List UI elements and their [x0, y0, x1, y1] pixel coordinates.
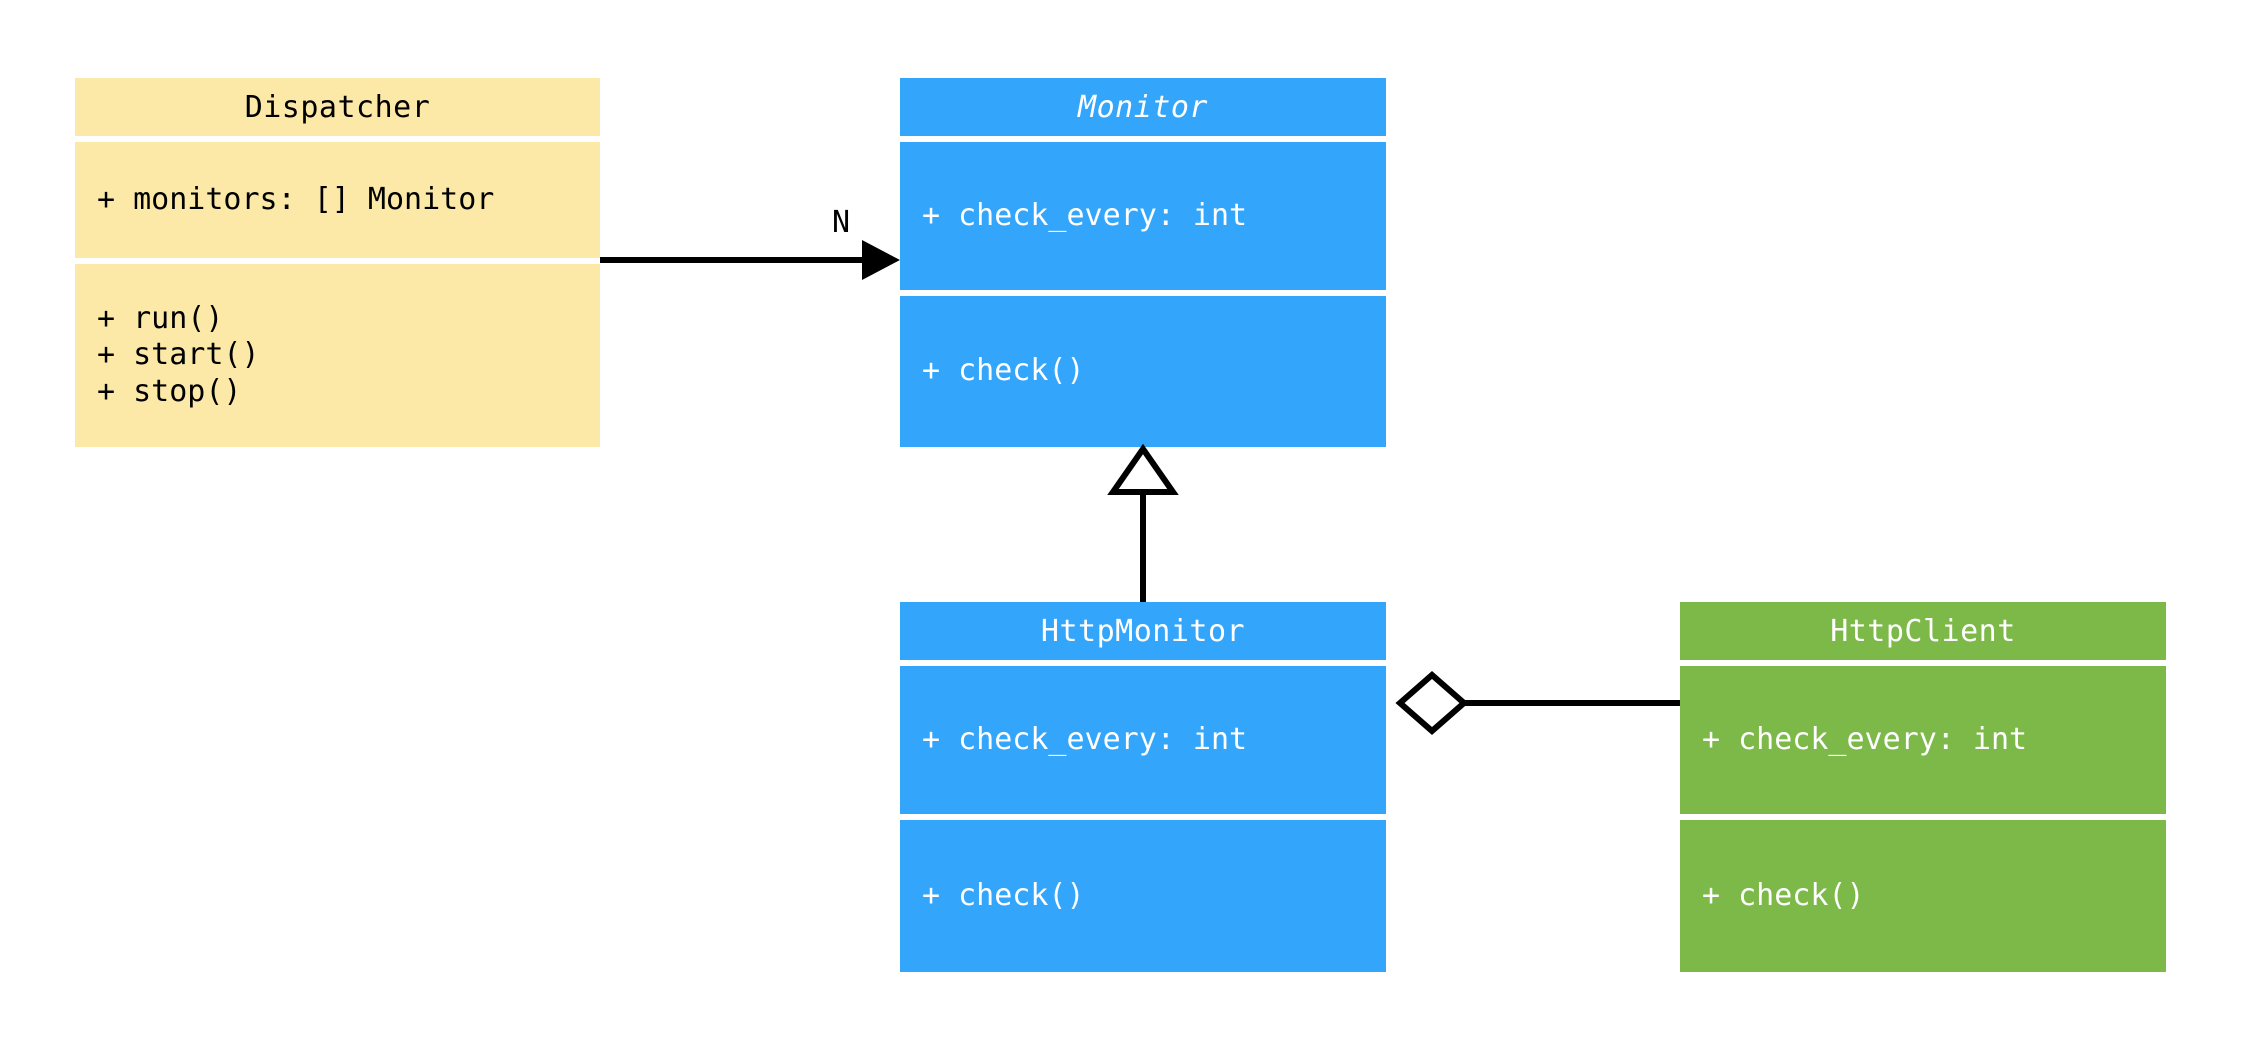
class-name-label: HttpMonitor — [1040, 613, 1246, 649]
method-row: + run() — [97, 300, 224, 336]
relation-httpmonitor-inherits-monitor — [1107, 443, 1179, 602]
class-title-dispatcher: Dispatcher — [75, 78, 600, 136]
class-title-monitor: Monitor — [900, 78, 1386, 136]
class-box-dispatcher[interactable]: Dispatcher + monitors: [] Monitor + run(… — [75, 78, 600, 447]
relation-httpmonitor-aggregates-httpclient — [1395, 671, 1680, 735]
method-row: + check() — [922, 353, 1085, 389]
method-row: + check() — [1702, 877, 1865, 913]
method-row: + stop() — [97, 373, 242, 409]
hollow-triangle-icon — [1107, 443, 1179, 495]
class-attributes-http-client: + check_every: int — [1680, 666, 2166, 814]
class-attributes-dispatcher: + monitors: [] Monitor — [75, 142, 600, 258]
multiplicity-label-n: N — [832, 205, 851, 240]
class-title-http-client: HttpClient — [1680, 602, 2166, 660]
class-name-label: Monitor — [1078, 89, 1208, 125]
class-methods-monitor: + check() — [900, 296, 1386, 447]
attribute-row: + monitors: [] Monitor — [97, 181, 495, 217]
hollow-diamond-icon — [1395, 671, 1469, 735]
relation-dispatcher-to-monitor — [600, 240, 900, 280]
attribute-row: + check_every: int — [922, 197, 1248, 233]
attribute-row: + check_every: int — [922, 721, 1248, 757]
class-box-monitor[interactable]: Monitor + check_every: int + check() — [900, 78, 1386, 447]
class-name-label: Dispatcher — [244, 89, 431, 125]
class-name-label: HttpClient — [1830, 613, 2016, 649]
class-methods-http-monitor: + check() — [900, 820, 1386, 972]
class-methods-dispatcher: + run() + start() + stop() — [75, 264, 600, 447]
class-methods-http-client: + check() — [1680, 820, 2166, 972]
class-attributes-monitor: + check_every: int — [900, 142, 1386, 290]
class-box-http-client[interactable]: HttpClient + check_every: int + check() — [1680, 602, 2166, 972]
class-title-http-monitor: HttpMonitor — [900, 602, 1386, 660]
solid-arrowhead-icon — [862, 240, 900, 280]
method-row: + start() — [97, 337, 260, 373]
attribute-row: + check_every: int — [1702, 721, 2028, 757]
method-row: + check() — [922, 877, 1085, 913]
class-box-http-monitor[interactable]: HttpMonitor + check_every: int + check() — [900, 602, 1386, 972]
class-attributes-http-monitor: + check_every: int — [900, 666, 1386, 814]
